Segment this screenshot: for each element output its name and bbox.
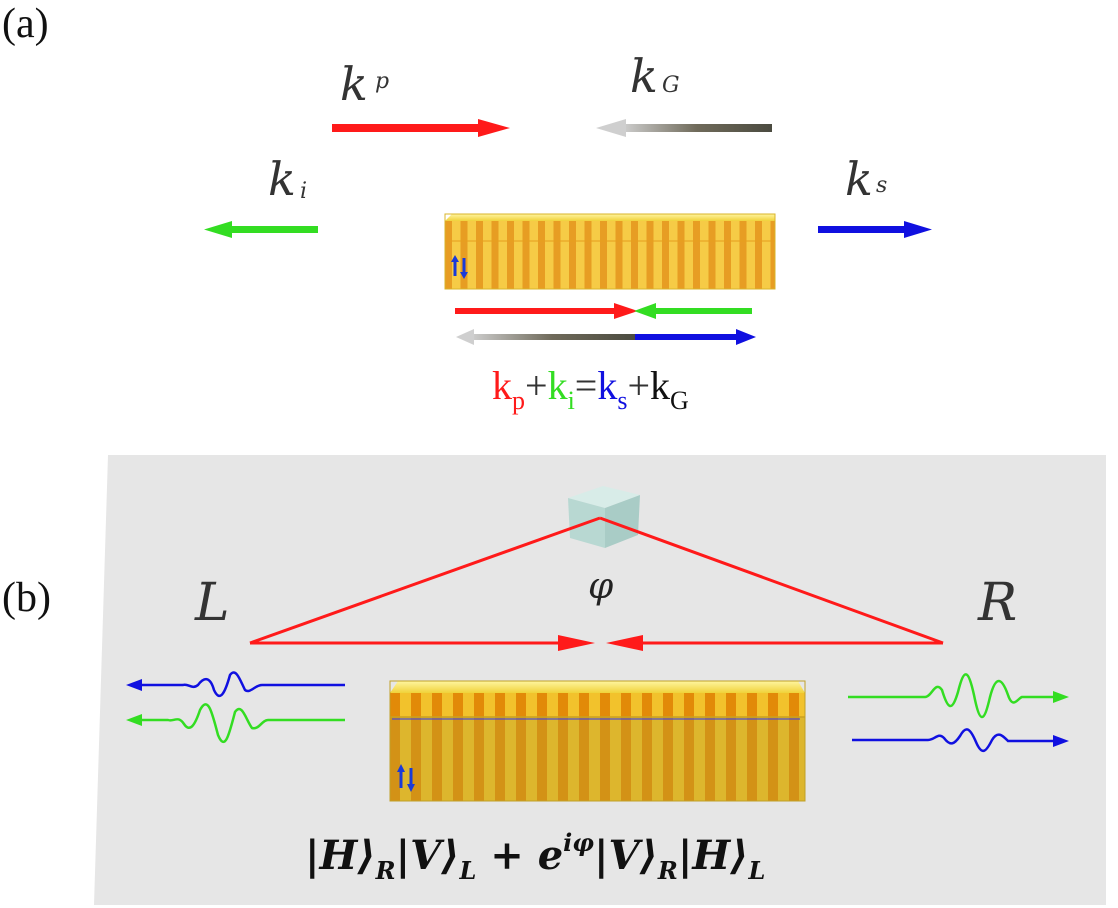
phase-shifter-cube-icon [568, 486, 640, 548]
kp-arrow [332, 119, 510, 137]
ks-arrow [818, 221, 932, 238]
crystal-b [389, 680, 806, 802]
eq-equals: = [574, 363, 598, 408]
kG-label: k G [630, 49, 680, 103]
ks-label: k s [845, 152, 887, 206]
eq-ks: ks [597, 363, 628, 415]
svg-text:i: i [300, 179, 307, 204]
panel-b-background [94, 455, 1106, 905]
svg-text:k: k [340, 57, 368, 111]
eq-kp: kp [492, 363, 525, 415]
svg-text:G: G [662, 73, 680, 98]
poling-arrows-icon [451, 255, 468, 279]
right-idler-wavepacket [848, 673, 1069, 719]
ki-arrow [204, 221, 318, 238]
kp-label: k p [340, 57, 389, 111]
right-port-label: R [977, 573, 1017, 633]
svg-text:k: k [845, 152, 873, 206]
phase-label: φ [588, 566, 614, 607]
left-signal-wavepacket [126, 671, 345, 697]
vector-sum-bottom [456, 329, 756, 345]
eq-ki: ki [547, 363, 575, 415]
left-port-label: L [194, 573, 230, 633]
kG-arrow [596, 119, 772, 137]
poling-arrows-icon [397, 764, 415, 792]
eq-plus-2: + [627, 363, 651, 408]
svg-text:k: k [268, 152, 296, 206]
panel-a-label: (a) [2, 1, 49, 47]
right-signal-wavepacket [852, 728, 1069, 752]
eq-kG: kG [650, 363, 689, 415]
svg-text:s: s [876, 173, 887, 198]
phase-matching-equation: kp+ki=ks+kG [492, 362, 689, 416]
vector-sum-top [455, 303, 752, 319]
entangled-state-equation: |H⟩R|V⟩L + eiφ|V⟩R|H⟩L [305, 828, 766, 885]
panel-b-label: (b) [2, 575, 51, 621]
left-idler-wavepacket [126, 703, 345, 744]
crystal-a [444, 213, 776, 290]
svg-text:k: k [630, 49, 658, 103]
ki-label: k i [268, 152, 307, 206]
eq-plus-1: + [525, 363, 548, 408]
svg-text:p: p [375, 69, 389, 94]
interferometer-beams [249, 516, 944, 651]
